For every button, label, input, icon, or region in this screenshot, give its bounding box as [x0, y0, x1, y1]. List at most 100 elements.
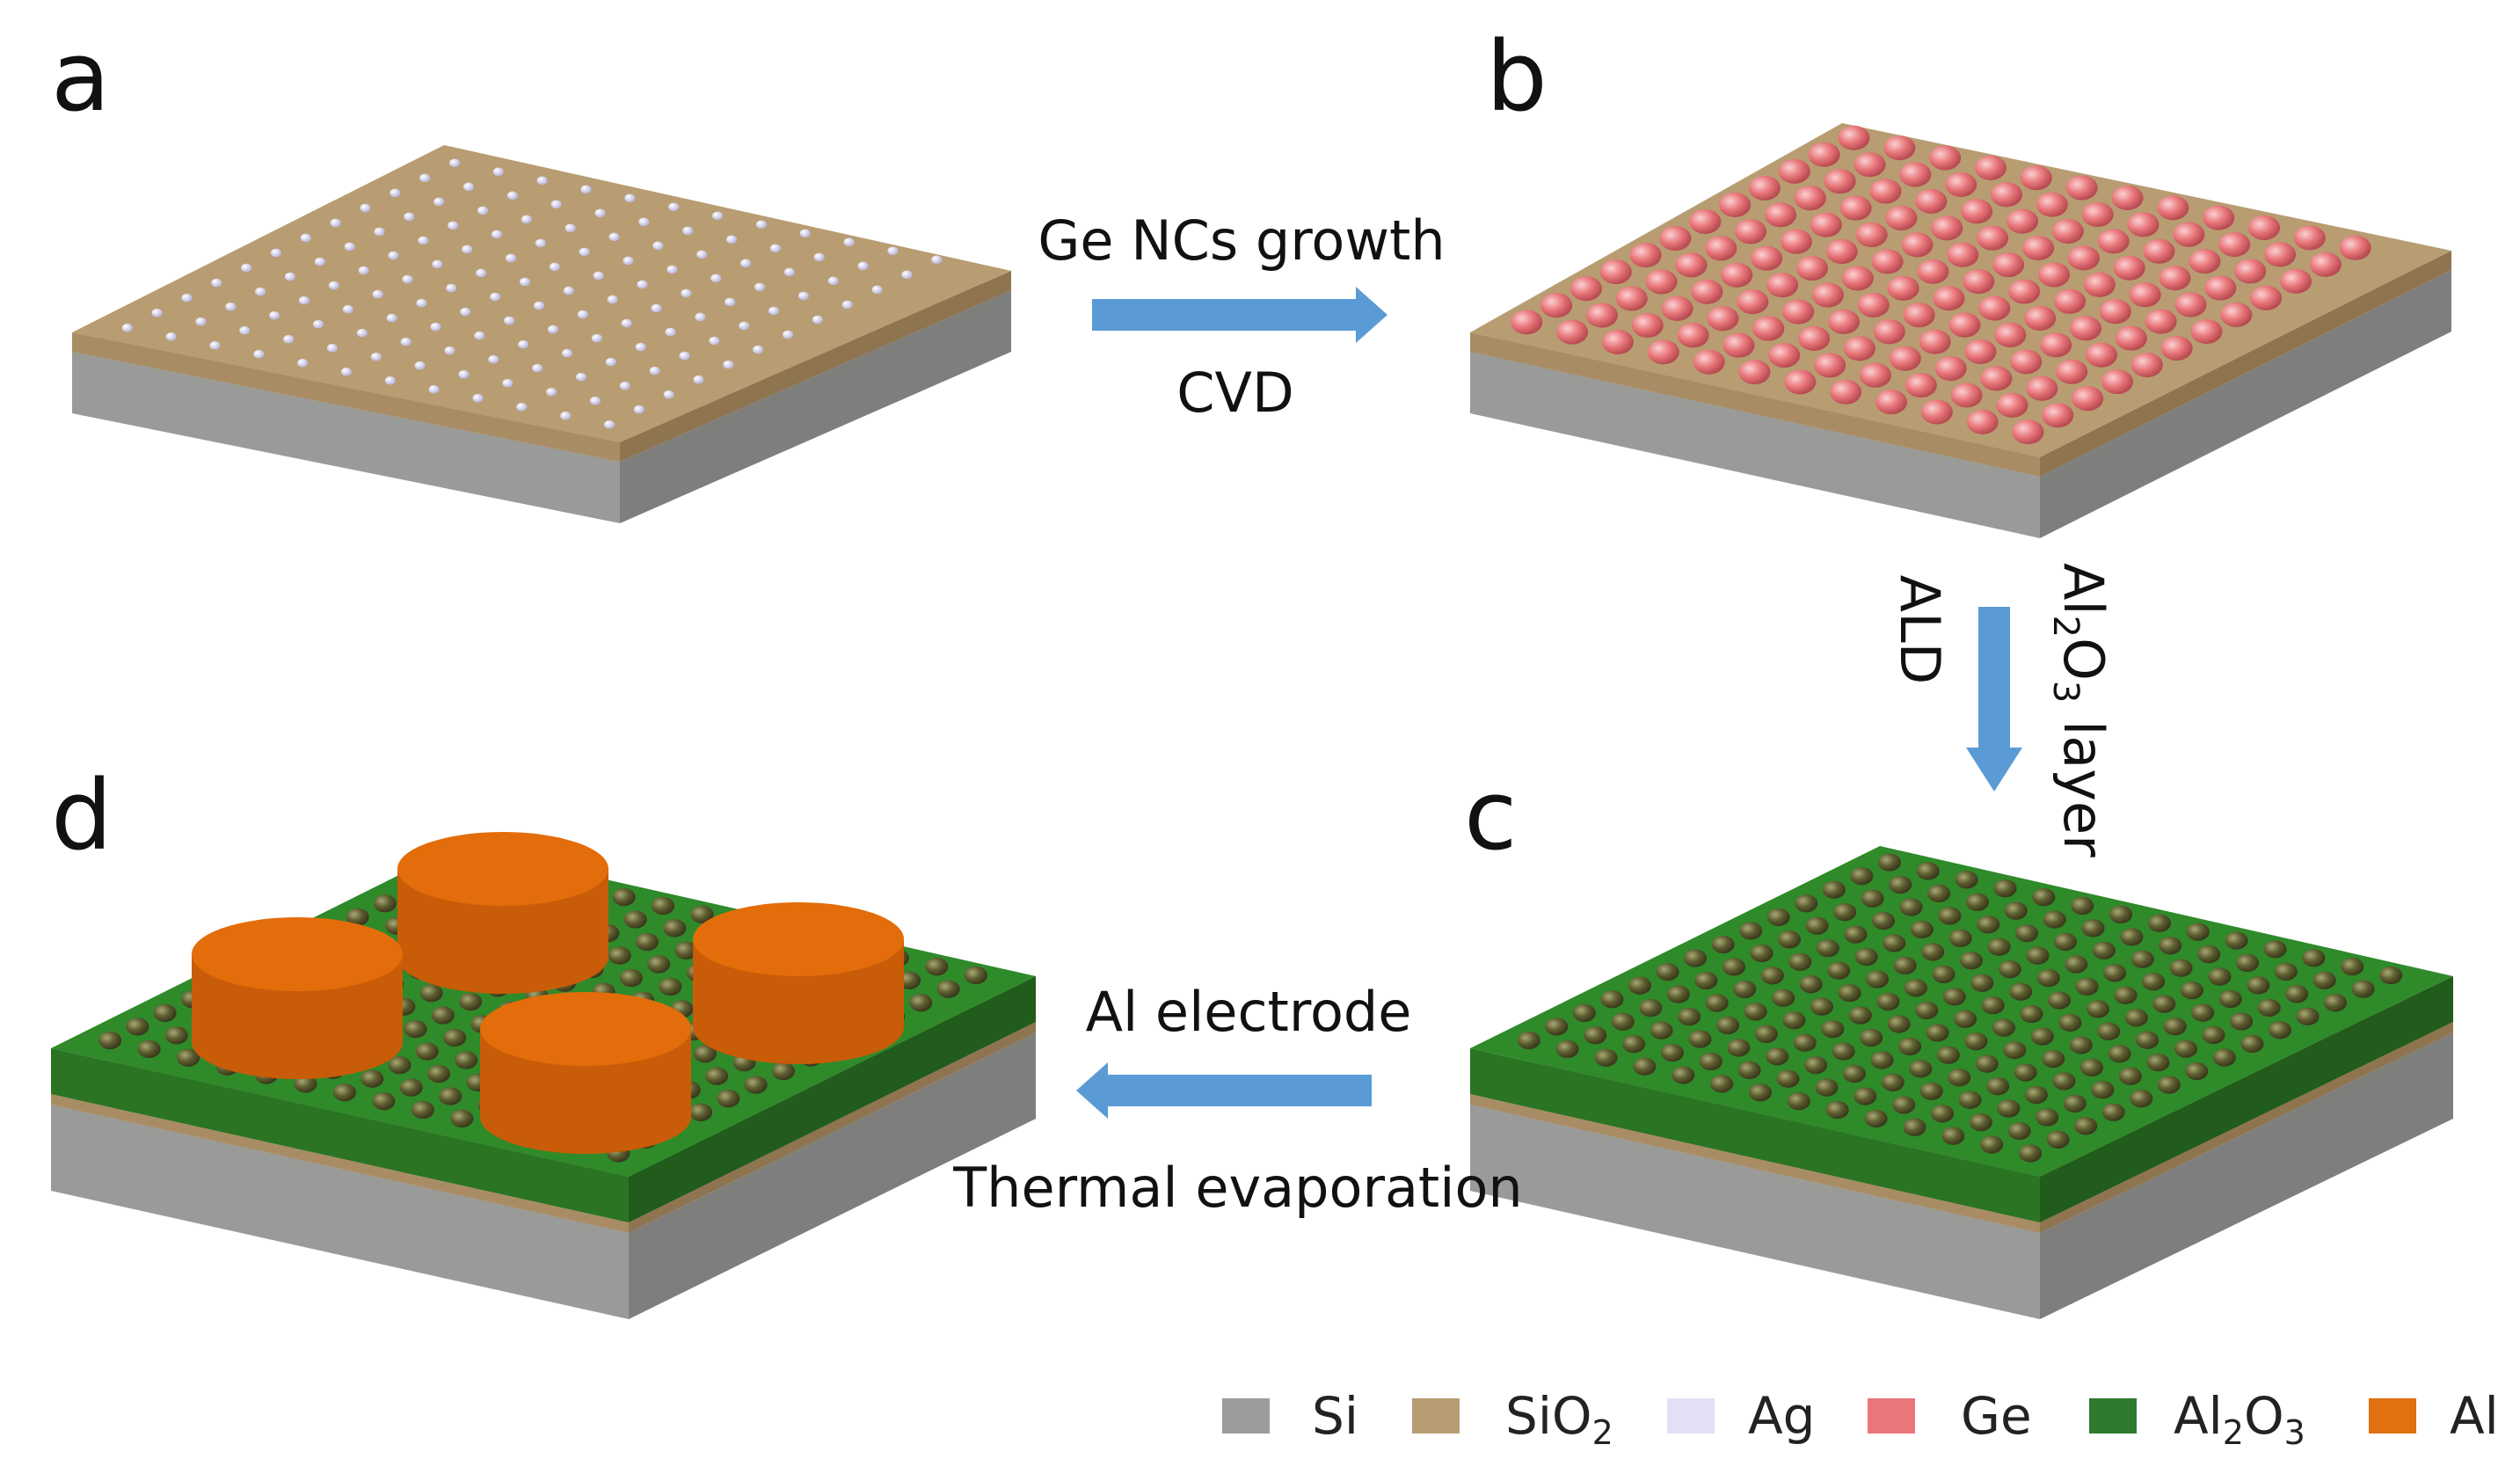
ge-nanocrystal-coated [2247, 976, 2270, 995]
ge-nanocrystal [2067, 245, 2100, 271]
ge-nanocrystal-coated [2036, 1108, 2059, 1127]
ag-seed [314, 257, 325, 266]
ag-seed [342, 304, 353, 314]
ge-nanocrystal [1615, 286, 1648, 311]
ge-nanocrystal [1992, 252, 2025, 278]
ge-nanocrystal [1889, 346, 1921, 371]
ge-nanocrystal-coated [2065, 955, 2088, 974]
ge-nanocrystal-coated [2225, 931, 2248, 950]
ge-nanocrystal [1601, 329, 1634, 354]
ge-nanocrystal-coated [1838, 983, 1861, 1003]
ag-seed [649, 366, 660, 376]
panel-label-c: c [1464, 759, 1517, 872]
ge-nanocrystal [1691, 279, 1723, 304]
ge-nanocrystal-coated [2218, 989, 2242, 1009]
ge-nanocrystal-coated [1899, 898, 1923, 916]
ge-nanocrystal-coated [1572, 1003, 1596, 1022]
ge-nanocrystal-coated [2159, 937, 2182, 955]
si-layer-right-face [620, 290, 1011, 523]
ge-nanocrystal-coated [1921, 943, 1945, 961]
sio2-layer-left-face [72, 332, 620, 462]
ge-nanocrystal-coated [1854, 947, 1878, 967]
ge-nanocrystal-coated [2136, 1031, 2159, 1049]
ge-nanocrystal [1764, 202, 1796, 228]
ge-nanocrystal-coated [1898, 1037, 1922, 1056]
ge-nanocrystal-coated [1821, 1019, 1845, 1039]
ge-nanocrystal [2234, 259, 2267, 284]
step-ab: Ge NCs growth CVD [1038, 208, 1445, 425]
ge-nanocrystal [2173, 222, 2205, 247]
ge-nanocrystal-coated [2180, 981, 2203, 1000]
ge-nanocrystal-coated [1915, 1001, 1939, 1019]
ge-nanocrystal-coated [1750, 944, 1773, 962]
ge-nanocrystal-coated [137, 1040, 161, 1058]
ge-nanocrystal-coated [936, 980, 960, 998]
ag-seed [312, 319, 324, 329]
ag-seed [209, 340, 221, 350]
ge-nanocrystal-coated [1622, 1035, 1646, 1054]
legend-label-sio2: SiO2 [1505, 1386, 1613, 1452]
ge-nanocrystal [1824, 169, 1856, 194]
ag-seed [239, 325, 251, 335]
ge-nanocrystal [1722, 332, 1755, 358]
ge-nanocrystal-coated [1850, 866, 1874, 886]
ag-seed [651, 303, 662, 313]
ge-nanocrystal [1661, 295, 1693, 321]
ge-nanocrystal-coated [388, 1055, 412, 1075]
ge-nanocrystal [1540, 293, 1573, 318]
ge-nanocrystal-coated [1793, 1033, 1817, 1052]
ge-nanocrystal [1854, 152, 1886, 178]
ag-seed [458, 369, 470, 379]
ag-seed [635, 342, 646, 352]
ge-nanocrystal-coated [1584, 1026, 1607, 1045]
legend-swatch-si [1222, 1398, 1270, 1434]
ge-nanocrystal-coated [1810, 997, 1834, 1016]
ge-nanocrystal [1830, 379, 1862, 405]
ge-nanocrystal-coated [98, 1031, 122, 1050]
ge-nanocrystal-coated [1517, 1031, 1540, 1050]
ag-seed [841, 300, 853, 310]
ag-seed [300, 233, 311, 243]
legend-label-al: Al [2450, 1386, 2499, 1446]
ge-nanocrystal [2129, 282, 2161, 308]
ge-nanocrystal-coated [2268, 1021, 2291, 1040]
ge-nanocrystal-coated [1650, 1021, 1673, 1040]
ge-nanocrystal-coated [2114, 986, 2138, 1004]
ag-seed [637, 280, 648, 289]
ge-nanocrystal-coated [2108, 1045, 2131, 1063]
ge-nanocrystal [2051, 219, 2084, 244]
ge-nanocrystal [2081, 201, 2114, 228]
ge-nanocrystal [2159, 266, 2191, 291]
ag-seed [516, 402, 528, 412]
ge-nanocrystal-coated [126, 1018, 149, 1036]
ag-seed [548, 325, 558, 334]
ge-nanocrystal [1915, 188, 1948, 215]
ge-nanocrystal-coated [2007, 1121, 2031, 1141]
ag-seed [798, 291, 809, 301]
ge-nanocrystal-coated [1804, 1055, 1828, 1075]
ag-seed [474, 331, 485, 340]
ge-nanocrystal-coated [674, 941, 698, 960]
ge-nanocrystal-coated [2257, 998, 2281, 1018]
ag-seed [668, 202, 680, 212]
ag-seed [768, 306, 780, 316]
ge-nanocrystal-coated [2185, 1062, 2209, 1081]
ge-nanocrystal-coated [623, 910, 647, 929]
ge-nanocrystal-coated [2101, 1103, 2125, 1121]
panel-label-d: d [51, 759, 113, 872]
ge-nanocrystal-coated [1938, 907, 1962, 925]
ag-seed [812, 315, 823, 325]
step-bc-label: Al2O3 layer [2045, 563, 2116, 857]
arrow-right-icon [1092, 287, 1387, 343]
ge-nanocrystal-coated [1833, 903, 1857, 922]
ge-nanocrystal [1766, 273, 1799, 298]
ge-nanocrystal-coated [1805, 916, 1829, 935]
ag-seed [682, 226, 694, 236]
ge-nanocrystal-coated [2202, 1025, 2225, 1045]
ge-nanocrystal-coated [635, 932, 659, 952]
ge-nanocrystal-coated [2081, 919, 2105, 937]
ge-nanocrystal [1869, 179, 1902, 204]
ge-nanocrystal [1659, 226, 1692, 252]
ge-nanocrystal [2099, 299, 2131, 325]
ge-nanocrystal [1978, 295, 2011, 321]
